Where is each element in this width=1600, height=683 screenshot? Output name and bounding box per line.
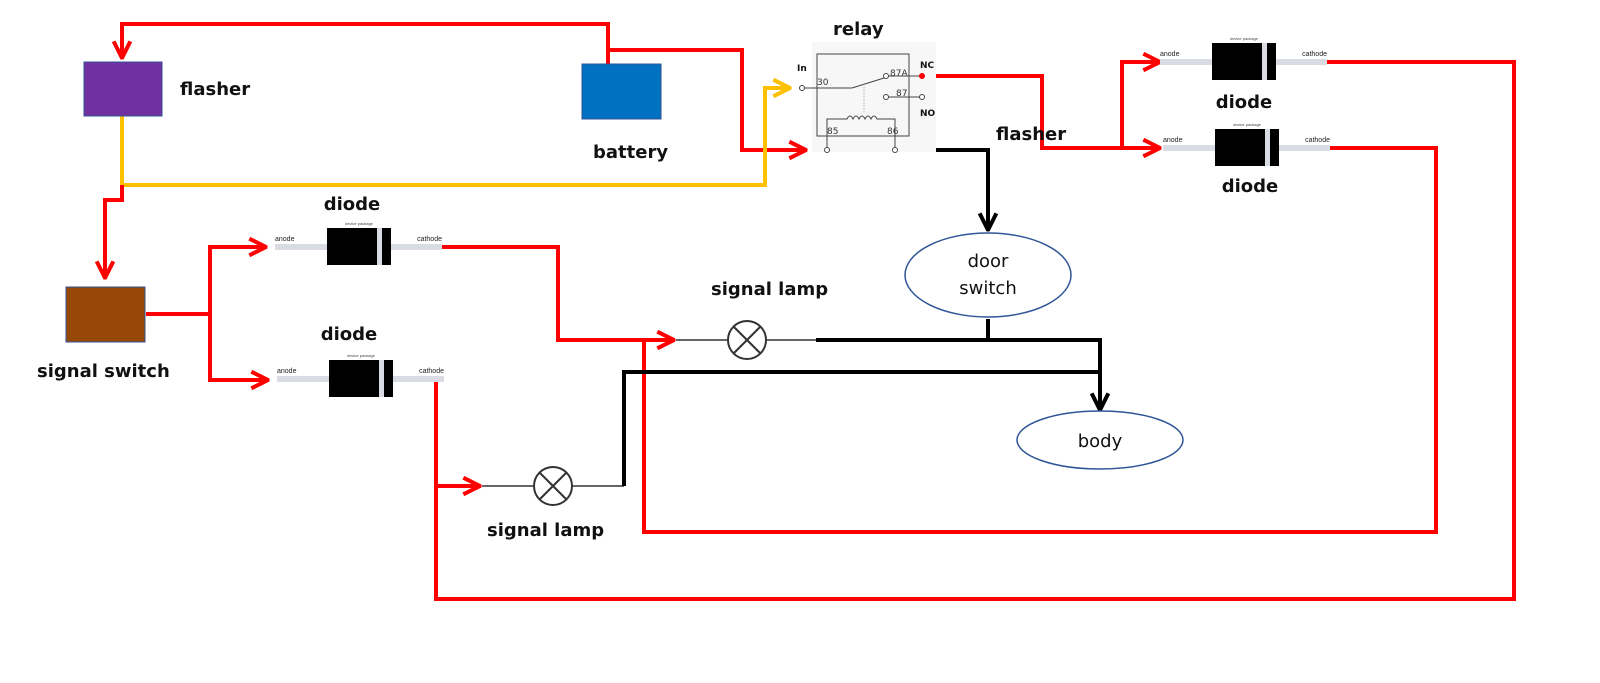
relay-terminal-87	[883, 94, 889, 100]
wire-lamp-lower-to-body	[622, 370, 1100, 486]
diodes-group: anode cathode device package diode anode cath…	[275, 36, 1330, 397]
body-label: body	[1078, 431, 1123, 452]
diode[interactable]: anode cathode device package diode	[277, 324, 444, 397]
diode-anode-label: anode	[1163, 137, 1183, 144]
relay-pin-85: 85	[827, 127, 838, 137]
wire-to-diode-top-right-1	[1120, 62, 1160, 148]
wire-bottom-loop	[434, 60, 1516, 601]
diode-anode-label: anode	[1160, 51, 1180, 58]
signal-lamp-upper[interactable]: signal lamp	[711, 279, 828, 360]
wire-battery-to-relay-85	[608, 48, 806, 150]
diode-band-gap	[379, 360, 384, 397]
diode-cathode-band	[382, 228, 391, 265]
relay-pin-nc: NC	[920, 61, 935, 71]
diode-cathode-label: cathode	[1302, 51, 1327, 58]
relay-output-flasher-label: flasher	[996, 124, 1066, 145]
relay-pin-no: NO	[920, 109, 936, 119]
diode-label: diode	[1216, 92, 1273, 113]
lamp-upper-cross-2	[733, 326, 761, 354]
relay-switch-arm	[851, 77, 885, 89]
diode[interactable]: anode cathode device package diode	[1160, 36, 1327, 113]
diode-band-gap	[377, 228, 382, 265]
body-ground[interactable]: body	[1016, 410, 1184, 470]
door-switch-label-line2: switch	[959, 278, 1016, 299]
signal-switch-label: signal switch	[37, 361, 170, 382]
flasher-box[interactable]	[83, 61, 163, 117]
wire-diode-top-right-2-loop	[642, 146, 1438, 534]
diode-body	[1215, 129, 1265, 166]
wire-switch-to-diode-left-2	[208, 314, 268, 380]
relay-terminal-85	[824, 147, 830, 153]
diode-body	[329, 360, 379, 397]
diode-label: diode	[321, 324, 378, 345]
relay-pin-in: In	[797, 64, 807, 74]
diode-cathode-label: cathode	[419, 368, 444, 375]
wire-relay-nc-to-diodes	[922, 74, 1160, 148]
relay-pin-87: 87	[896, 89, 907, 99]
diode-anode-label: anode	[275, 236, 295, 243]
diode-package-label: device package	[347, 353, 376, 358]
diode-package-label: device package	[1233, 122, 1262, 127]
diode-body	[1212, 43, 1262, 80]
body-ellipse	[1016, 410, 1184, 470]
relay-terminal-no	[919, 94, 925, 100]
diode-cathode-label: cathode	[417, 236, 442, 243]
battery-box[interactable]	[581, 63, 662, 120]
diode-cathode-band	[384, 360, 393, 397]
relay-terminal-87a	[883, 73, 889, 79]
diode-band-gap	[1265, 129, 1270, 166]
diode-package-label: device package	[1230, 36, 1259, 41]
door-switch-label-line1: door	[968, 251, 1009, 272]
diode-label: diode	[1222, 176, 1279, 197]
signal-lamp-lower[interactable]: signal lamp	[487, 466, 604, 541]
wire-flasher-to-relay-in	[120, 88, 790, 187]
relay-terminal-30	[799, 85, 805, 91]
wire-diode-left-2-to-lamp-lower	[434, 377, 480, 486]
signal-switch-box[interactable]	[65, 286, 146, 343]
wire-diode-left-1-to-lamp-upper	[442, 245, 674, 340]
diode-cathode-band	[1270, 129, 1279, 166]
relay-pin-87a: 87A	[890, 69, 908, 79]
door-switch-ellipse	[904, 232, 1072, 318]
relay-terminal-86	[892, 147, 898, 153]
relay-pin-30: 30	[817, 78, 829, 88]
wire-relay-86-to-door-switch	[900, 148, 988, 230]
relay-pin-86: 86	[887, 127, 899, 137]
signal-lamp-lower-label: signal lamp	[487, 520, 604, 541]
diode-cathode-band	[1267, 43, 1276, 80]
relay-coil	[826, 115, 896, 150]
diode[interactable]: anode cathode device package diode	[1163, 122, 1330, 197]
diode-package-label: device package	[345, 221, 374, 226]
diode[interactable]: anode cathode device package diode	[275, 194, 442, 265]
wire-switch-to-diode-left-1	[146, 247, 266, 316]
diode-body	[327, 228, 377, 265]
diode-anode-label: anode	[277, 368, 297, 375]
relay-terminal-nc	[919, 73, 925, 79]
battery-label: battery	[593, 142, 668, 163]
lamp-lower-cross-2	[539, 472, 567, 500]
wire-flasher-to-signal-switch	[105, 185, 124, 278]
relay[interactable]: relay In 30 87A 87 85 86 NC NO	[797, 19, 936, 153]
relay-housing	[816, 53, 910, 137]
flasher-label: flasher	[180, 79, 250, 100]
relay-label: relay	[833, 19, 884, 40]
diode-band-gap	[1262, 43, 1267, 80]
diode-label: diode	[324, 194, 381, 215]
diode-cathode-label: cathode	[1305, 137, 1330, 144]
door-switch[interactable]: door switch	[904, 232, 1072, 318]
signal-lamp-upper-label: signal lamp	[711, 279, 828, 300]
wire-lamp-upper-to-body	[816, 338, 1100, 410]
wire-battery-to-flasher	[122, 22, 610, 64]
